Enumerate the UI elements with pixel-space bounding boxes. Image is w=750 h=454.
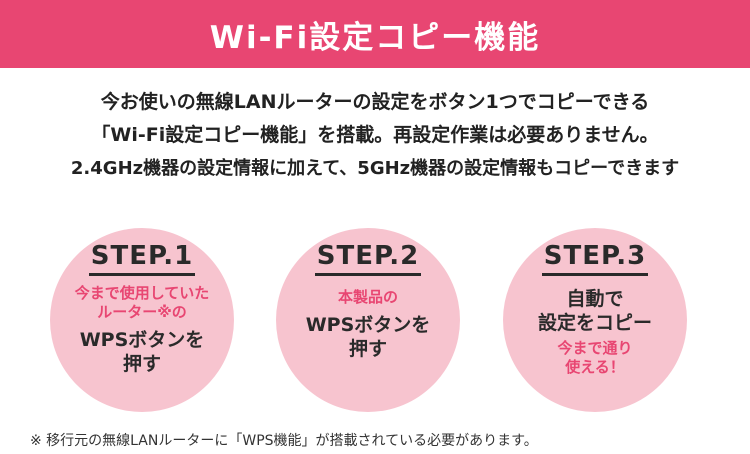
intro-line-2: 「Wi-Fi設定コピー機能」を搭載。再設定作業は必要ありません。 — [91, 124, 659, 146]
step-3-pink-line-2: 使える！ — [565, 358, 625, 376]
step-3-circle: STEP.3 自動で 設定をコピー 今まで通り 使える！ — [503, 228, 687, 412]
step-3-dark-line-1: 自動で — [566, 288, 624, 310]
step-3-pink-line-1: 今まで通り — [557, 339, 633, 357]
step-1-title: STEP.1 — [88, 240, 196, 276]
footnote: ※ 移行元の無線LANルーターに「WPS機能」が搭載されている必要があります。 — [30, 433, 538, 449]
step-2-title: STEP.2 — [314, 240, 422, 276]
step-1-circle: STEP.1 今まで使用していた ルーター※の WPSボタンを 押す — [50, 228, 234, 412]
step-2-circle: STEP.2 本製品の WPSボタンを 押す — [276, 228, 460, 412]
intro-line-1: 今お使いの無線LANルーターの設定をボタン1つでコピーできる — [100, 91, 650, 113]
step-1-dark-line-2: 押す — [122, 353, 161, 375]
banner-title: Wi-Fi設定コピー機能 — [209, 19, 541, 56]
step-3-title: STEP.3 — [541, 240, 649, 276]
step-1-pink-line-2: ルーター※の — [97, 303, 187, 321]
intro-line-3: 2.4GHz機器の設定情報に加えて、5GHz機器の設定情報もコピーできます — [70, 158, 680, 179]
intro-text: 今お使いの無線LANルーターの設定をボタン1つでコピーできる 「Wi-Fi設定コ… — [0, 86, 750, 185]
step-2-dark-line-1: WPSボタンを — [305, 314, 431, 336]
step-2-pink-line-1: 本製品の — [337, 288, 398, 306]
step-2-dark-line-2: 押す — [348, 338, 387, 360]
header-banner: Wi-Fi設定コピー機能 — [0, 0, 750, 68]
step-3-dark-line-2: 設定をコピー — [537, 312, 652, 334]
step-1-dark-line-1: WPSボタンを — [79, 329, 205, 351]
step-1-pink-line-1: 今まで使用していた — [74, 284, 210, 302]
